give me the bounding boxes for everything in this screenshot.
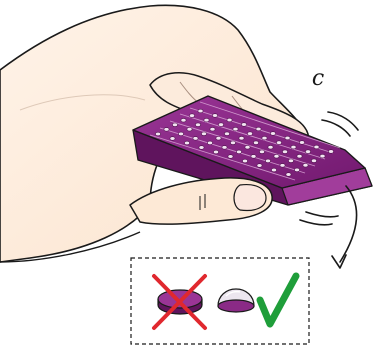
plate-well: [213, 150, 218, 154]
plate-well: [259, 150, 264, 154]
plate-well: [303, 164, 308, 168]
plate-well: [241, 123, 246, 127]
plate-well: [189, 114, 194, 118]
plate-well: [294, 168, 299, 172]
plate-well: [178, 132, 183, 136]
plate-well: [164, 128, 169, 132]
plate-well: [230, 141, 235, 145]
plate-well: [299, 141, 304, 145]
plate-well: [222, 146, 227, 150]
plate-well: [251, 155, 256, 159]
plate-well: [253, 141, 258, 145]
plate-well: [282, 150, 287, 154]
plate-well: [239, 136, 244, 140]
plate-well: [245, 146, 250, 150]
plate-well: [274, 155, 279, 159]
plate-well: [236, 150, 241, 154]
plate-well: [198, 109, 203, 113]
plate-well: [314, 145, 319, 149]
plate-well: [195, 123, 200, 127]
plate-well: [207, 141, 212, 145]
plate-well: [288, 159, 293, 163]
plate-well: [280, 164, 285, 168]
plate-well: [228, 155, 233, 159]
plate-well: [262, 136, 267, 140]
plate-well: [285, 136, 290, 140]
plate-well: [184, 141, 189, 145]
plate-well: [216, 137, 221, 141]
plate-well: [172, 123, 177, 127]
plate-well: [286, 173, 291, 177]
tilted-plate-icon: [130, 96, 372, 224]
plate-well: [276, 141, 281, 145]
plate-well: [218, 123, 223, 127]
plate-well: [227, 118, 232, 122]
plate-well: [242, 159, 247, 163]
plate-well: [155, 132, 160, 136]
plate-well: [210, 127, 215, 131]
plate-well: [305, 150, 310, 154]
plate-well: [320, 154, 325, 158]
plate-well: [257, 164, 262, 168]
plate-well: [265, 159, 270, 163]
plate-well: [193, 137, 198, 141]
plate-well: [204, 118, 209, 122]
plate-well: [328, 150, 333, 154]
plate-well: [256, 127, 261, 131]
plate-well: [311, 159, 316, 163]
plate-well: [181, 118, 186, 122]
plate-well: [268, 145, 273, 149]
plate-well: [247, 132, 252, 136]
plate-well: [199, 146, 204, 150]
step-label: c: [306, 64, 330, 94]
thumb-nail: [234, 185, 266, 211]
plate-well: [233, 127, 238, 131]
plate-well: [187, 128, 192, 132]
plate-well: [291, 145, 296, 149]
plate-well: [170, 137, 175, 141]
plate-well: [201, 132, 206, 136]
curved-arrow-icon: [332, 186, 357, 268]
plate-well: [270, 132, 275, 136]
plate-well: [297, 154, 302, 158]
plate-well: [212, 114, 217, 118]
plate-well: [271, 168, 276, 172]
plate-well: [224, 132, 229, 136]
